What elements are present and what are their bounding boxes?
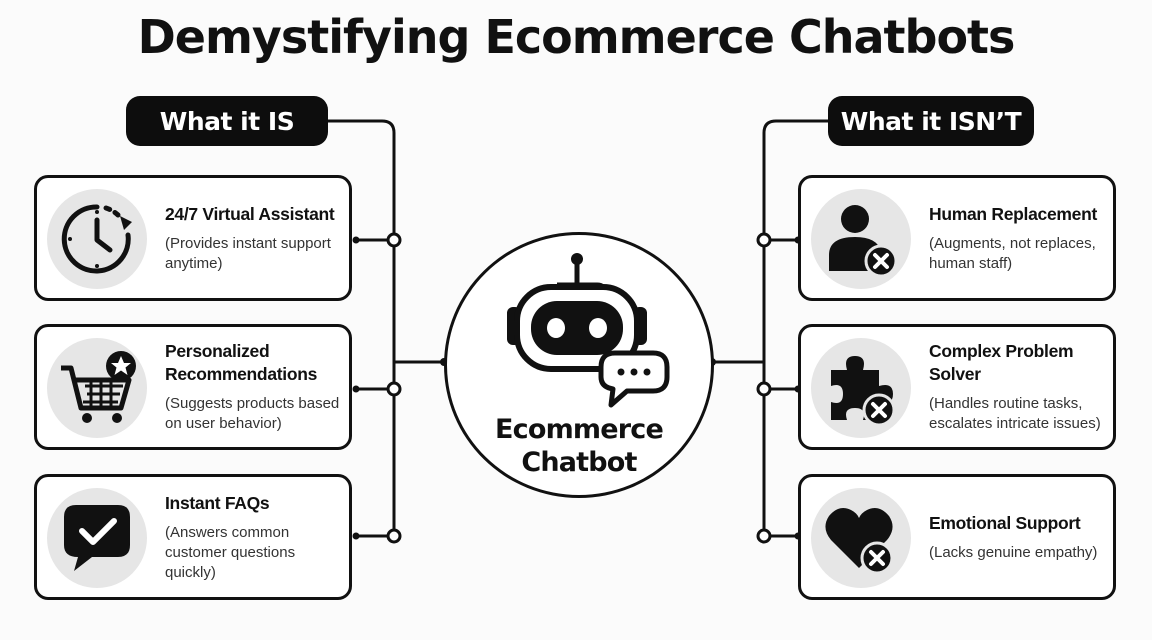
heart-x-icon xyxy=(811,488,911,588)
cart-star-icon xyxy=(47,338,147,438)
page-title: Demystifying Ecommerce Chatbots xyxy=(137,10,1016,64)
what-it-is-header: What it IS xyxy=(126,96,328,146)
what-it-isnt-header: What it ISN’T xyxy=(828,96,1034,146)
isnt-card-emotional-support: Emotional Support (Lacks genuine empathy… xyxy=(798,474,1116,600)
isnt-card-problem-solver: Complex Problem Solver (Handles routine … xyxy=(798,324,1116,450)
check-bubble-icon xyxy=(47,488,147,588)
is-card-recommendations: Personalized Recommendations (Suggests p… xyxy=(34,324,352,450)
card-description: (Augments, not replaces, human staff) xyxy=(929,234,1096,272)
puzzle-x-icon xyxy=(811,338,911,438)
card-title: Human Replacement xyxy=(929,203,1098,224)
card-title: Instant FAQs xyxy=(165,492,270,513)
clock-icon xyxy=(47,189,147,289)
is-card-instant-faqs: Instant FAQs (Answers common customer qu… xyxy=(34,474,352,600)
isnt-card-human-replacement: Human Replacement (Augments, not replace… xyxy=(798,175,1116,301)
center-label-line1: Ecommerce xyxy=(494,414,664,445)
card-description: (Suggests products based on user behavio… xyxy=(165,395,340,432)
card-title: Complex Problem Solver xyxy=(929,341,1074,384)
is-card-virtual-assistant: 24/7 Virtual Assistant (Provides instant… xyxy=(34,175,352,301)
robot-chat-icon xyxy=(507,253,670,408)
center-label: Ecommerce Chatbot xyxy=(447,413,711,479)
card-description: (Lacks genuine empathy) xyxy=(929,543,1098,561)
center-label-line2: Chatbot xyxy=(521,447,637,478)
card-title: 24/7 Virtual Assistant xyxy=(165,203,335,224)
card-description: (Answers common customer questions quick… xyxy=(165,523,296,581)
card-description: (Handles routine tasks, escalates intric… xyxy=(929,395,1101,432)
card-title: Emotional Support xyxy=(929,512,1081,533)
center-hub: Ecommerce Chatbot xyxy=(444,232,714,498)
person-x-icon xyxy=(811,189,911,289)
card-description: (Provides instant support anytime) xyxy=(165,234,331,272)
card-title: Personalized Recommendations xyxy=(165,341,318,384)
